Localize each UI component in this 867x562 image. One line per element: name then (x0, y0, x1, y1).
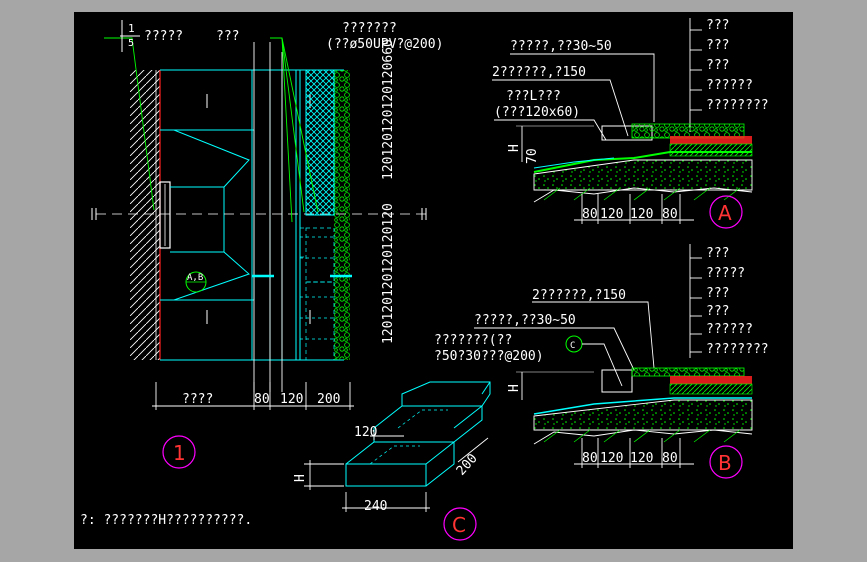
a-dim-80-right: 80 (662, 207, 678, 222)
b-gravel-layer (631, 367, 745, 377)
gravel-fill (334, 70, 350, 360)
dim-200: 200 (317, 392, 340, 407)
b-red-layer (670, 376, 752, 384)
detail-a-label: A (718, 201, 732, 225)
b-dim-80-left: 80 (582, 451, 598, 466)
c-dim-h: H (293, 474, 308, 482)
b-dim-120-right: 120 (630, 451, 653, 466)
detail-1-section: 1 5 ????? ??? ??????? (??ø50UPV?@200) A,… (91, 20, 443, 469)
wall-hatch (130, 70, 160, 360)
insulation-block (305, 69, 335, 216)
b-dim-120-left: 120 (600, 451, 623, 466)
cad-drawing: 1 5 ????? ??? ??????? (??ø50UPV?@200) A,… (80, 18, 769, 541)
marker-top-denominator: 5 (128, 38, 134, 49)
label-wall-2: ??? (216, 29, 239, 44)
detail-a-circle (709, 195, 743, 229)
drawing-sheet: 1 5 ????? ??? ??????? (??ø50UPV?@200) A,… (74, 12, 793, 549)
b-note-6: ???????? (706, 342, 769, 357)
label-pipe-spec: (??ø50UPV?@200) (326, 37, 443, 52)
detail-c-circle (443, 507, 477, 541)
a-label-thickness: 2??????,?150 (492, 65, 586, 80)
b-note-2: ????? (706, 266, 745, 281)
dim-120: 120 (280, 392, 303, 407)
b-ground (533, 399, 753, 431)
detail-b-label: B (718, 451, 732, 475)
detail-b-circle (709, 445, 743, 479)
b-label-gravel: ?????,??30~50 (474, 313, 576, 328)
b-note-4: ??? (706, 304, 729, 319)
detail-1-circle (162, 435, 196, 469)
detail-a-section: ??? ??? ??? ?????? ???????? ?????,??30~5… (492, 18, 769, 229)
a-note-2: ??? (706, 38, 729, 53)
marker-top-numerator: 1 (128, 22, 135, 35)
a-note-1: ??? (706, 18, 729, 33)
a-dim-h: H (507, 144, 522, 152)
a-label-gravel: ?????,??30~50 (510, 39, 612, 54)
b-label-drain-spec: ?50?30???@200) (434, 349, 544, 364)
b-note-3: ??? (706, 286, 729, 301)
c-dim-120: 120 (354, 425, 377, 440)
b-note-1: ??? (706, 246, 729, 261)
a-dim-120-left: 120 (600, 207, 623, 222)
a-dim-80-left: 80 (582, 207, 598, 222)
c-dim-200: 200 (454, 451, 481, 478)
vertical-dimension-top: 120120120120120660 (381, 39, 396, 180)
dim-80: 80 (254, 392, 270, 407)
detail-1-label: 1 (173, 441, 186, 465)
b-dim-80-right: 80 (662, 451, 678, 466)
a-ground (533, 159, 753, 191)
a-label-steel: ???L??? (506, 89, 561, 104)
dim-width: ???? (182, 392, 213, 407)
vertical-dimension-bottom: 120120120120120120 (381, 203, 396, 344)
label-wall: ????? (144, 29, 183, 44)
a-label-steel-size: (???120x60) (494, 105, 580, 120)
a-gravel-layer (631, 123, 745, 139)
b-label-thickness: 2??????,?150 (532, 288, 626, 303)
marker-ab: A,B (187, 273, 203, 283)
a-note-4: ?????? (706, 78, 753, 93)
b-dim-h: H (507, 384, 522, 392)
detail-b-section: ??? ????? ??? ??? ?????? ???????? 2?????… (434, 244, 769, 479)
a-red-layer (670, 136, 752, 144)
footnote: ?: ???????H??????????. (80, 513, 252, 528)
light-fixture (159, 181, 171, 249)
a-dim-120-right: 120 (630, 207, 653, 222)
b-label-drain: ???????(?? (434, 333, 512, 348)
a-note-5: ???????? (706, 98, 769, 113)
label-pipe: ??????? (342, 21, 397, 36)
b-marker-c-label: C (570, 341, 575, 351)
c-dim-240: 240 (364, 499, 387, 514)
detail-c-label: C (452, 513, 466, 537)
a-dim-70: 70 (525, 148, 540, 164)
b-note-5: ?????? (706, 322, 753, 337)
a-note-3: ??? (706, 58, 729, 73)
